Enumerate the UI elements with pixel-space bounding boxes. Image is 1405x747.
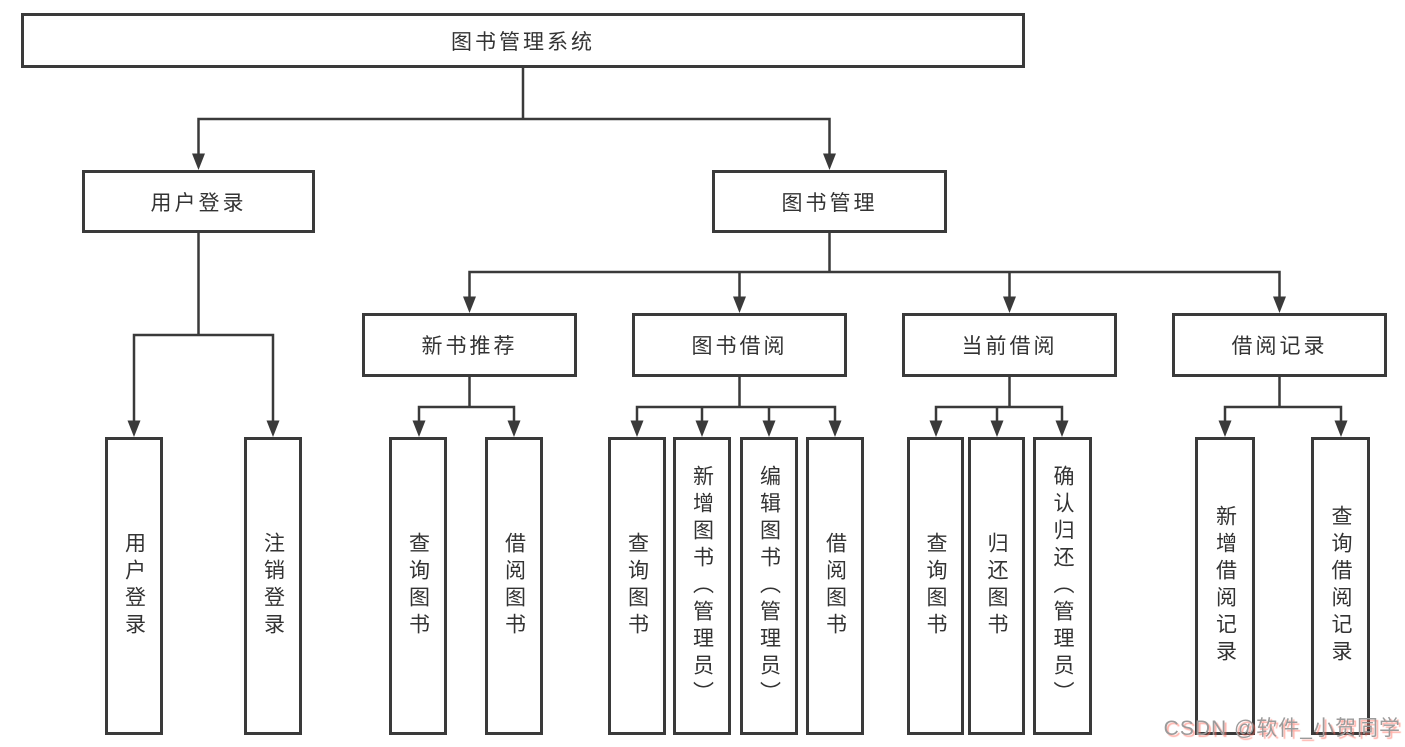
leaf-query-books-borrow: 查询图书 [608, 437, 666, 735]
csdn-watermark: CSDN @软件_小贺同学 [1163, 717, 1401, 740]
leaf-label: 查询图书 [406, 532, 430, 640]
leaf-label: 注销登录 [261, 532, 285, 640]
node-book-borrow: 图书借阅 [632, 313, 847, 377]
leaf-add-borrow-record: 新增借阅记录 [1195, 437, 1255, 735]
leaf-label: 编辑图书（管理员） [757, 464, 781, 708]
leaf-return-book: 归还图书 [968, 437, 1025, 735]
leaf-user-login: 用户登录 [105, 437, 163, 735]
leaf-logout: 注销登录 [244, 437, 302, 735]
leaf-label: 借阅图书 [502, 532, 526, 640]
leaf-label: 用户登录 [122, 532, 146, 640]
node-root: 图书管理系统 [21, 13, 1025, 68]
leaf-label: 查询借阅记录 [1329, 505, 1352, 667]
node-new-book-recommend: 新书推荐 [362, 313, 577, 377]
leaf-label: 借阅图书 [823, 532, 847, 640]
leaf-label: 归还图书 [985, 532, 1008, 640]
leaf-label: 确认归还（管理员） [1051, 464, 1074, 708]
leaf-label: 新增图书（管理员） [690, 464, 714, 708]
leaf-label: 查询图书 [625, 532, 649, 640]
leaf-label: 新增借阅记录 [1213, 505, 1237, 667]
leaf-edit-book-admin: 编辑图书（管理员） [740, 437, 798, 735]
leaf-add-book-admin: 新增图书（管理员） [673, 437, 731, 735]
leaf-query-borrow-record: 查询借阅记录 [1311, 437, 1370, 735]
node-user-login: 用户登录 [82, 170, 315, 233]
leaf-borrow-books-recommend: 借阅图书 [485, 437, 543, 735]
leaf-confirm-return-admin: 确认归还（管理员） [1033, 437, 1092, 735]
node-book-management: 图书管理 [712, 170, 947, 233]
node-current-borrow: 当前借阅 [902, 313, 1117, 377]
leaf-query-books-current: 查询图书 [907, 437, 964, 735]
node-borrow-records: 借阅记录 [1172, 313, 1387, 377]
leaf-label: 查询图书 [924, 532, 947, 640]
leaf-borrow-books: 借阅图书 [806, 437, 864, 735]
arrowheads [127, 153, 1348, 437]
leaf-query-books-recommend: 查询图书 [389, 437, 447, 735]
